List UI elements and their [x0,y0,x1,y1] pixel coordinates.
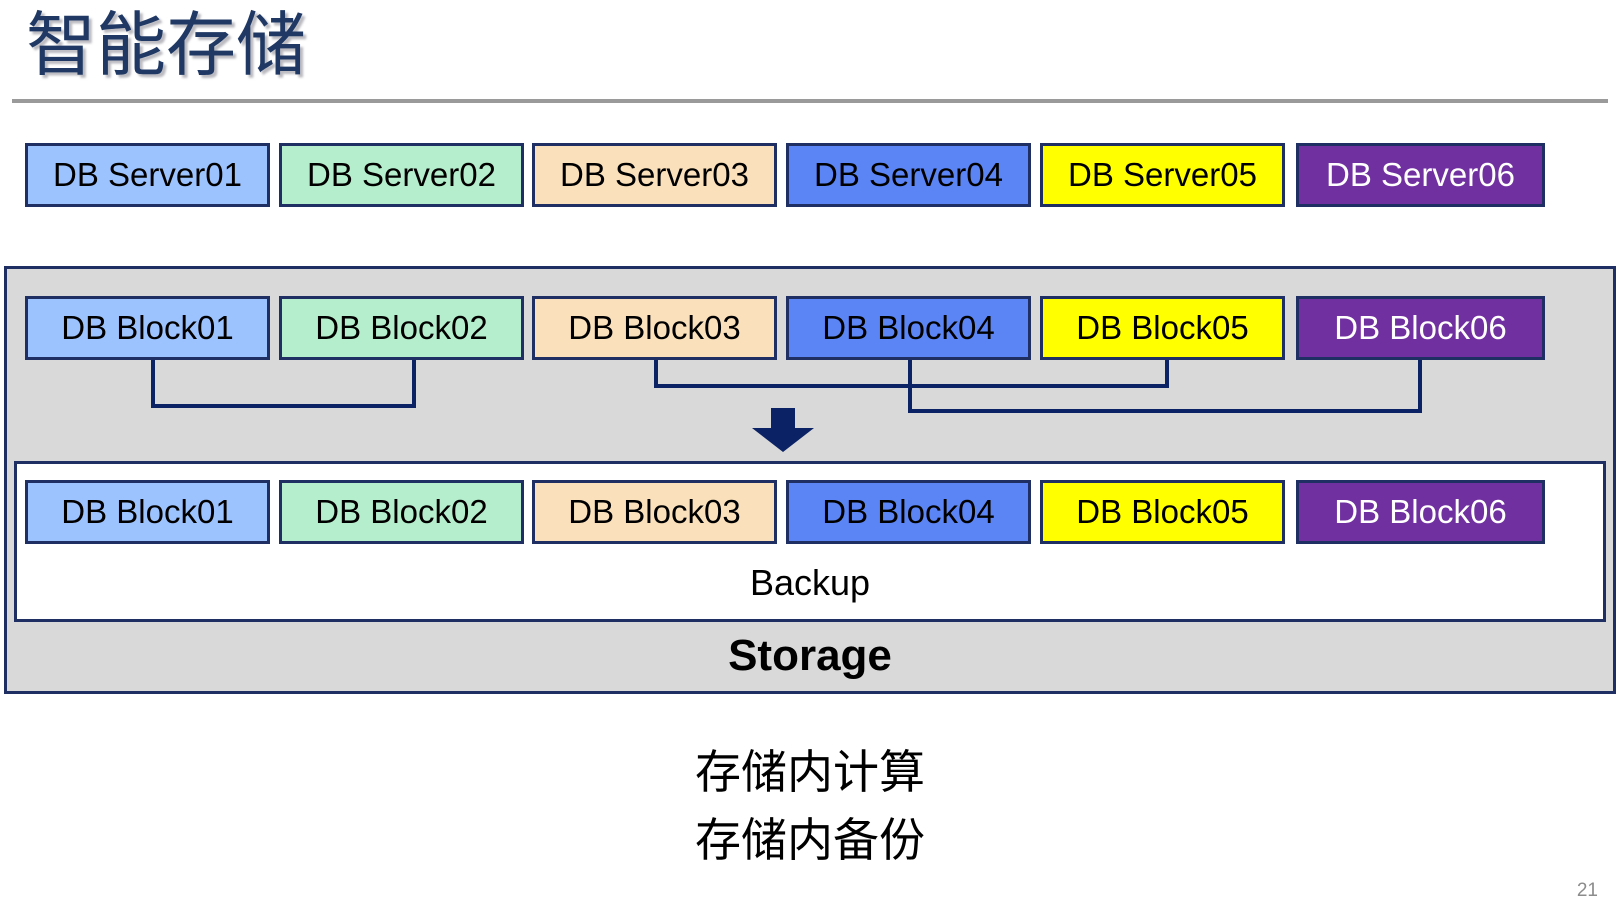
db-block-top-box-5[interactable]: DB Block05 [1040,296,1285,360]
db-server-box-3[interactable]: DB Server03 [532,143,777,207]
db-block-bottom-box-6[interactable]: DB Block06 [1296,480,1545,544]
backup-label: Backup [749,562,871,603]
caption-line-1: 存储内计算 [695,746,925,798]
db-block-bottom-box-2[interactable]: DB Block02 [279,480,524,544]
db-block-top-box-6[interactable]: DB Block06 [1296,296,1545,360]
db-block-top-box-3[interactable]: DB Block03 [532,296,777,360]
block03-to-block05-left-stem [654,360,658,388]
page-title: 智能存储 [26,6,306,84]
block01-to-block02-left-stem [151,360,155,408]
caption-block: 存储内计算 存储内备份 [0,738,1620,874]
storage-label: Storage [728,631,892,680]
block04-to-block06-cross-bar [908,409,1422,413]
db-block-top-box-4[interactable]: DB Block04 [786,296,1031,360]
db-block-bottom-box-5[interactable]: DB Block05 [1040,480,1285,544]
db-block-bottom-box-4[interactable]: DB Block04 [786,480,1031,544]
block04-to-block06-left-stem [908,360,912,413]
db-server-box-2[interactable]: DB Server02 [279,143,524,207]
block01-to-block02-right-stem [412,360,416,408]
title-divider [12,99,1608,103]
db-block-bottom-box-3[interactable]: DB Block03 [532,480,777,544]
block03-to-block05-right-stem [1165,360,1169,388]
db-server-box-1[interactable]: DB Server01 [25,143,270,207]
db-server-box-6[interactable]: DB Server06 [1296,143,1545,207]
caption-line-2: 存储内备份 [695,814,925,866]
db-block-top-box-2[interactable]: DB Block02 [279,296,524,360]
db-server-box-5[interactable]: DB Server05 [1040,143,1285,207]
block01-to-block02-cross-bar [151,404,416,408]
db-server-box-4[interactable]: DB Server04 [786,143,1031,207]
db-block-top-box-1[interactable]: DB Block01 [25,296,270,360]
down-arrow-icon [752,408,814,452]
block04-to-block06-right-stem [1418,360,1422,413]
page-number: 21 [1576,880,1598,901]
db-block-bottom-box-1[interactable]: DB Block01 [25,480,270,544]
